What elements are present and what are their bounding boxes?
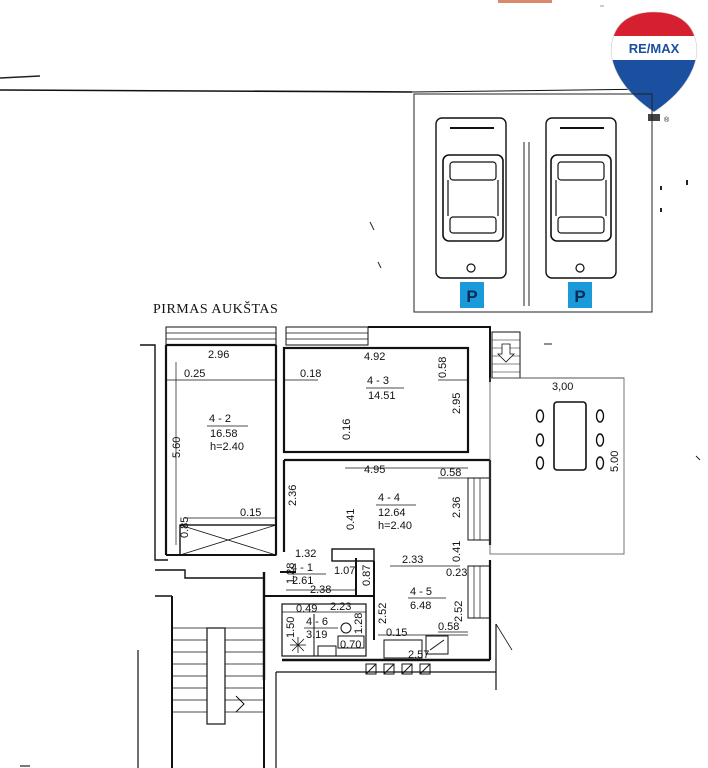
- dim-label: 0.41: [451, 541, 463, 562]
- dim-label: 0.18: [300, 368, 321, 380]
- dim-label: 3,00: [552, 381, 573, 393]
- staircase: [172, 627, 264, 725]
- dim-label: 1.28: [285, 563, 297, 584]
- room-height: h=2.40: [378, 520, 412, 532]
- room-4-1: 4 - 1 2.61: [288, 562, 326, 587]
- parking-sign: [568, 282, 592, 308]
- dining-table: [553, 401, 587, 471]
- parking-sign-label: P: [574, 287, 585, 306]
- dim-label: 0.58: [438, 621, 459, 633]
- parking-space-1: P: [435, 117, 507, 308]
- parking-space-2: P: [545, 117, 617, 308]
- vent-icons: [365, 663, 431, 675]
- remax-registered-mark: ®: [664, 116, 670, 124]
- dim-label: 0.58: [437, 357, 449, 378]
- terrace: [489, 377, 625, 555]
- remax-logo: RE/MAX ®: [610, 11, 698, 124]
- top-edge-line: [0, 75, 41, 79]
- top-edge-line-2: [0, 89, 413, 93]
- dim-label: 1.28: [353, 613, 365, 634]
- top-strip: [498, 0, 552, 3]
- room-area: 16.58: [210, 428, 238, 440]
- dim-label: 1.32: [295, 548, 316, 560]
- room-area: 14.51: [368, 390, 396, 402]
- dim-label: 2.96: [208, 349, 229, 361]
- car-icon: [550, 154, 612, 242]
- room-id: 4 - 5: [410, 586, 432, 598]
- dim-label: 2.33: [402, 554, 423, 566]
- dim-label: 2.52: [453, 601, 465, 622]
- dim-label: 0.85: [179, 517, 191, 538]
- room-id: 4 - 4: [378, 492, 400, 504]
- dim-label: 2.95: [451, 393, 463, 414]
- room-height: h=2.40: [210, 441, 244, 453]
- dim-label: 2.38: [310, 584, 331, 596]
- dim-label: 0.70: [340, 639, 361, 651]
- car-icon: [442, 154, 504, 242]
- room-id: 4 - 6: [306, 616, 328, 628]
- room-id: 4 - 2: [209, 413, 231, 425]
- room-id: 4 - 1: [291, 562, 313, 574]
- dim-label: 2.36: [451, 497, 463, 518]
- dim-label: 2.36: [287, 485, 299, 506]
- parking-area: P P: [413, 93, 688, 313]
- dimension-labels: 2.96 0.25 0.18 4.92 0.58 2.95 0.16 5.60 …: [171, 349, 621, 661]
- room-4-4: 4 - 4 12.64 h=2.40: [376, 492, 416, 532]
- dim-label: 0.49: [296, 603, 317, 615]
- parking-sign: [460, 282, 484, 308]
- dim-label: 0.58: [440, 467, 461, 479]
- dim-label: 5.60: [171, 437, 183, 458]
- dim-label: 0.87: [361, 565, 373, 586]
- entrance-arrow-icon: [497, 343, 515, 363]
- dim-label: 5.00: [609, 451, 621, 472]
- dim-label: 0.25: [184, 368, 205, 380]
- room-4-6: 4 - 6 3.19: [304, 616, 338, 641]
- dim-label: 0.16: [341, 419, 353, 440]
- dim-label: 1.07: [334, 565, 355, 577]
- dim-label: 0.23: [446, 567, 467, 579]
- dim-label: 4.92: [364, 351, 385, 363]
- dim-label: 4.95: [364, 464, 385, 476]
- parking-sign-label: P: [466, 287, 477, 306]
- top-edge-line-3: [411, 88, 661, 93]
- room-area: 3.19: [306, 629, 327, 641]
- room-area: 12.64: [378, 507, 406, 519]
- dimension-lines: [166, 362, 468, 636]
- room-area: 6.48: [410, 600, 431, 612]
- room-id: 4 - 3: [367, 375, 389, 387]
- remax-brand-text: RE/MAX: [629, 41, 680, 56]
- dim-label: 2.52: [377, 603, 389, 624]
- room-4-5: 4 - 5 6.48: [408, 586, 446, 612]
- dim-label: 2.23: [330, 601, 351, 613]
- room-area: 2.61: [292, 575, 313, 587]
- dim-label: 2.57: [408, 649, 429, 661]
- dim-label: 1.50: [285, 617, 297, 638]
- room-4-3: 4 - 3 14.51: [366, 375, 404, 402]
- dim-label: 0.41: [345, 509, 357, 530]
- floor-title: PIRMAS AUKŠTAS: [153, 300, 278, 317]
- dim-label: 0.15: [240, 507, 261, 519]
- dim-label: 0.15: [386, 627, 407, 639]
- room-4-2: 4 - 2 16.58 h=2.40: [207, 413, 248, 453]
